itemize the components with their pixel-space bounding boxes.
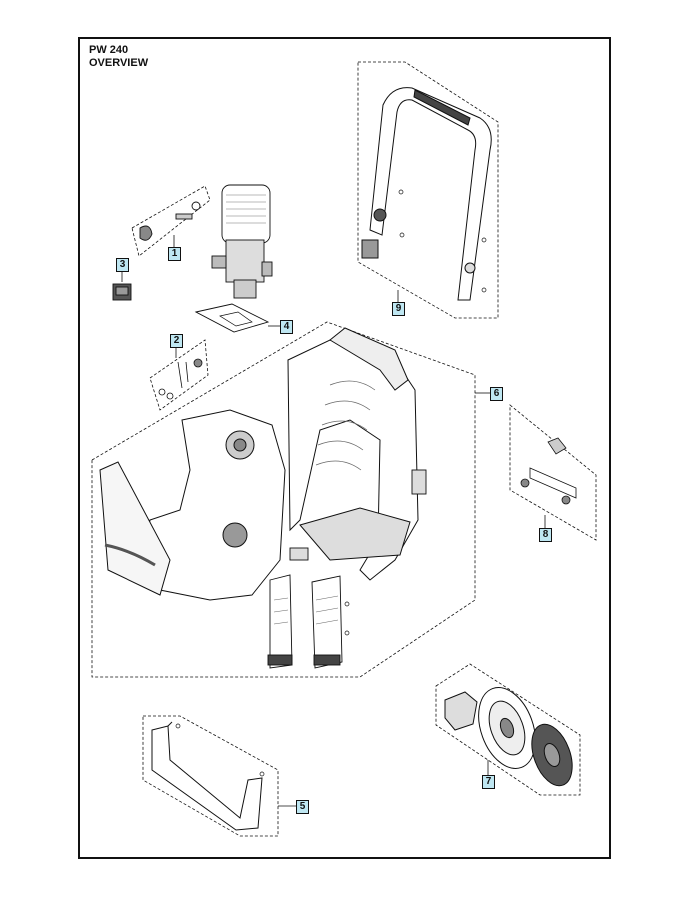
page-title: PW 240 OVERVIEW [89,44,148,70]
handle-part [361,87,492,301]
group-1-outline [131,185,211,257]
screws [175,189,487,777]
pump-base-plate [194,303,270,333]
callout-8[interactable]: 8 [539,528,552,542]
wheel-part [444,687,573,787]
group-7-outline [435,663,581,796]
diagram-frame [78,37,611,859]
group-6-outline [91,321,476,678]
callout-4[interactable]: 4 [280,320,293,334]
group-9-outline [357,61,499,319]
hardware-kit-part [158,358,203,400]
callout-5[interactable]: 5 [296,800,309,814]
callout-6[interactable]: 6 [490,387,503,401]
hose-holder-part [267,469,427,669]
pump-motor-part [139,184,273,299]
callout-3[interactable]: 3 [116,258,129,272]
base-foot-part [151,721,263,831]
callout-1[interactable]: 1 [168,247,181,261]
callout-9[interactable]: 9 [392,302,405,316]
view-name: OVERVIEW [89,57,149,69]
callout-7[interactable]: 7 [482,775,495,789]
clip-kit-part [520,437,577,505]
callout-2[interactable]: 2 [170,334,183,348]
model-name: PW 240 [89,44,129,56]
group-5-outline [142,715,279,837]
frame-assembly-part [99,327,419,601]
group-8-outline [509,404,597,541]
group-2-outline [149,339,209,411]
switch-part [112,283,132,301]
